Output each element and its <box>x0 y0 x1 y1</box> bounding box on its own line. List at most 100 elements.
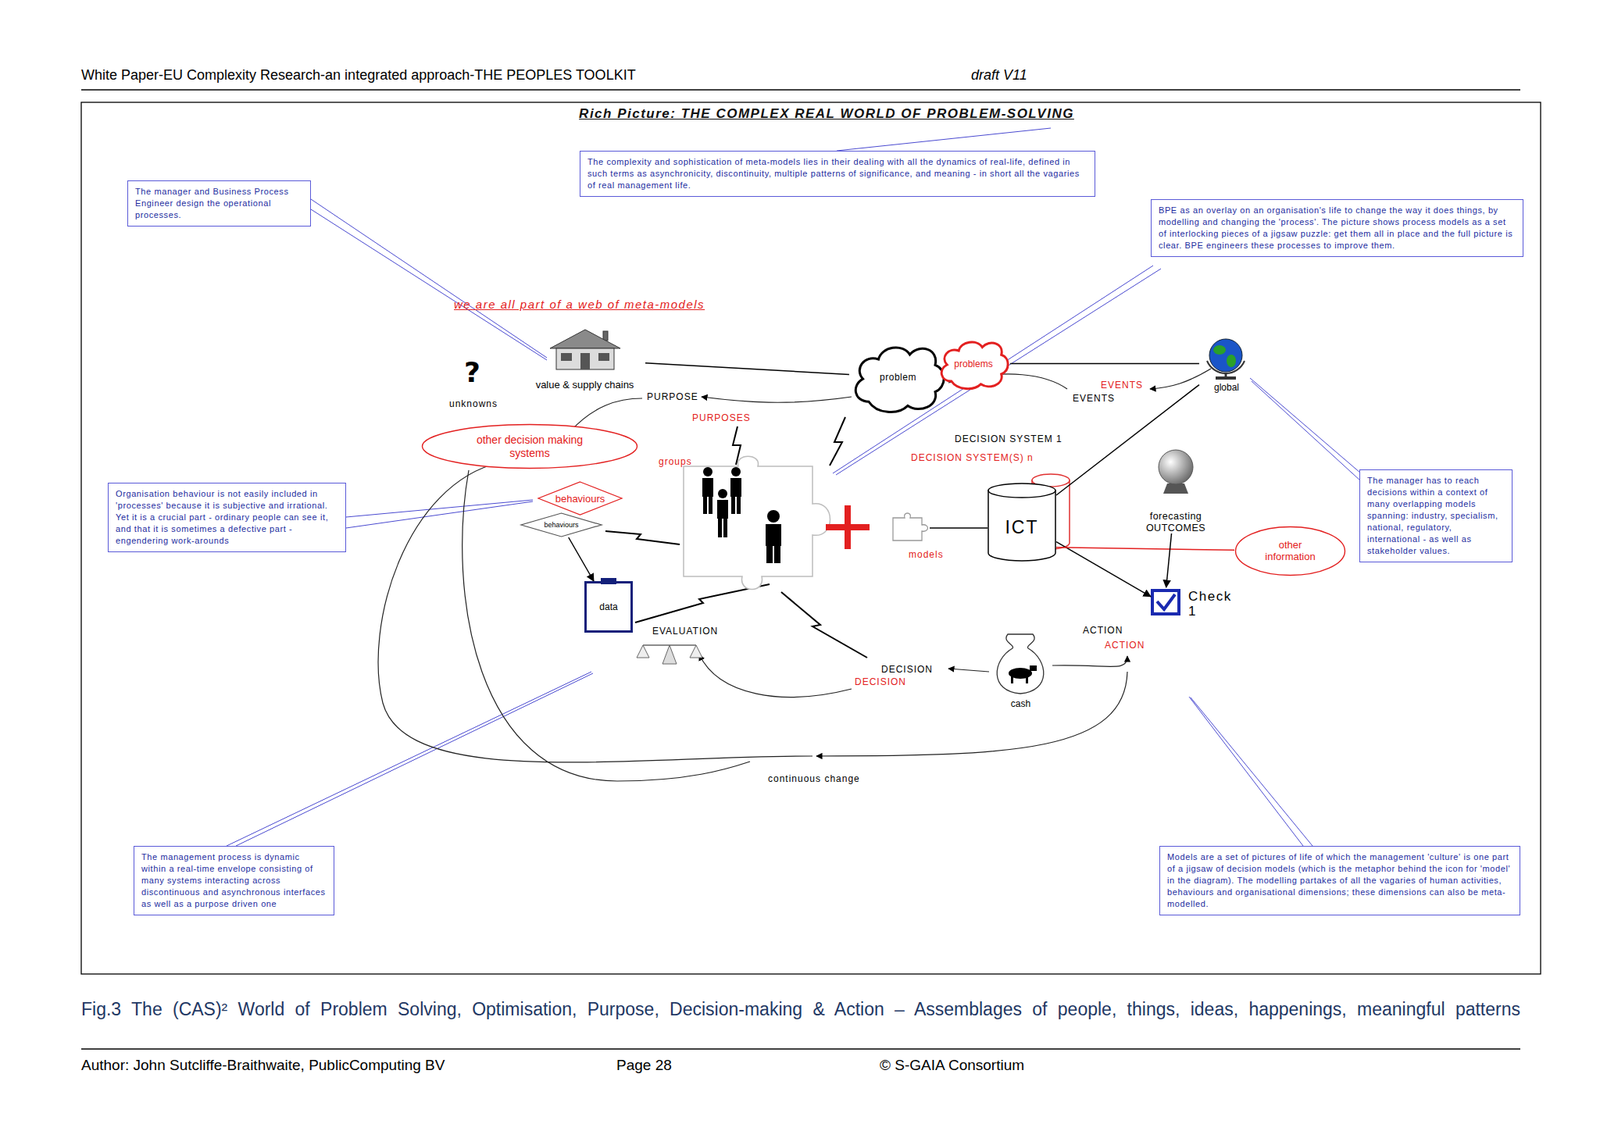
diagram-label-holder: EVENTS <box>1072 392 1115 404</box>
callout-box: The manager and Business Process Enginee… <box>127 180 311 227</box>
diagram-label: models <box>908 549 944 561</box>
node-label: problems <box>953 358 993 370</box>
diagram-label: continuous change <box>767 773 861 785</box>
scales-pan <box>636 645 650 658</box>
connector <box>1010 363 1200 365</box>
callout-box: Models are a set of pictures of life of … <box>1159 846 1521 916</box>
meta-model-region: we are all part of a web of meta-models p… <box>417 296 1317 859</box>
globe-land <box>1213 345 1226 355</box>
diagram-label: DECISION <box>881 664 933 675</box>
cow <box>1025 676 1029 684</box>
node-label: data <box>599 601 618 613</box>
diagram-label-holder: © S-GAIA Consortium <box>879 1057 1025 1075</box>
connector <box>645 363 850 375</box>
scales-icon <box>636 645 703 665</box>
house-roof <box>550 329 621 349</box>
callout-text: Models are a set of pictures of life of … <box>1167 851 1513 911</box>
icon-node: cash <box>990 631 1051 710</box>
person-body <box>717 500 729 519</box>
clipboard-clip <box>600 578 617 585</box>
ellipse-outline <box>1235 527 1346 576</box>
scales-beam <box>642 644 697 647</box>
cloud-outline <box>941 342 1008 390</box>
house-door <box>580 353 590 370</box>
diagram-label: ACTION <box>1082 625 1123 636</box>
callout-box: Organisation behaviour is not easily inc… <box>107 482 347 553</box>
model-piece <box>892 513 929 541</box>
person-leg <box>774 546 781 564</box>
diagram-label-holder: ACTION <box>1082 625 1123 636</box>
node-label: global <box>1214 382 1240 393</box>
diagram-label-holder: DECISION <box>854 676 907 688</box>
plus-sign <box>825 505 870 550</box>
leader-line <box>836 128 1051 151</box>
globe <box>1209 339 1243 372</box>
cloud-shape: problems <box>936 334 1011 393</box>
diagram-label: PURPOSE <box>646 391 699 403</box>
diagram-label: ACTION <box>1104 639 1145 651</box>
ball-base <box>1163 483 1189 494</box>
node-label: we are all part of a web of meta-models <box>453 297 705 311</box>
money-bag <box>996 634 1044 694</box>
diagram-label-holder: PURPOSE <box>646 391 699 403</box>
callout-box: BPE as an overlay on an organisation's l… <box>1150 199 1524 258</box>
diamond-outline <box>521 513 602 537</box>
leader-line <box>226 671 592 847</box>
diagram-label: Author: John Sutcliffe-Braithwaite, Publ… <box>81 1057 445 1075</box>
leader-line <box>310 209 547 361</box>
person-body <box>730 478 742 497</box>
leader-line <box>835 268 1161 475</box>
database-cylinder: ICT <box>987 482 1057 561</box>
decision-diamond: behaviours <box>520 512 603 538</box>
model-link <box>929 527 988 529</box>
person-leg <box>766 546 773 564</box>
clipboard-box: data <box>584 581 633 633</box>
jigsaw-piece <box>683 456 831 590</box>
connector <box>1056 547 1235 551</box>
cloud-shape: problem <box>849 336 947 418</box>
icon-node: value & supply chains <box>524 328 646 391</box>
diagram-title-holder: Rich Picture: THE COMPLEX REAL WORLD OF … <box>468 106 1185 122</box>
diagram-label-holder: White Paper-EU Complexity Research-an in… <box>81 67 636 84</box>
action-arrow <box>1052 656 1128 668</box>
cloud-outline <box>855 347 944 413</box>
cylinder-top <box>988 483 1056 498</box>
crystal-ball-icon <box>1158 450 1193 494</box>
frame <box>81 102 1541 975</box>
ellipse-shape: other decision making systems <box>421 423 639 470</box>
diagram-label: ? <box>464 356 481 389</box>
evaluation-arrow <box>699 654 852 697</box>
node-label: behaviours <box>555 492 606 505</box>
person-head <box>717 489 728 499</box>
clipboard-outline <box>585 582 633 633</box>
person-body <box>702 478 714 497</box>
checkbox-node: Check 1 <box>1150 587 1243 622</box>
footer-rule <box>81 1048 1521 1050</box>
decision-system-ring <box>1096 487 1271 585</box>
icon-node: forecasting OUTCOMES <box>1136 446 1215 534</box>
icon-node: global <box>1199 334 1254 393</box>
crystal-ball <box>1158 450 1193 485</box>
leader-line <box>235 673 593 847</box>
leader-line <box>832 265 1154 474</box>
connector <box>1056 385 1200 496</box>
person-body <box>765 524 782 547</box>
diagram-label: DECISION SYSTEM(S) n <box>910 452 1034 464</box>
node-label: cash <box>1010 698 1031 710</box>
lightning-line <box>829 417 846 466</box>
diagram-label: draft V11 <box>971 67 1028 84</box>
callout-text: The manager and Business Process Enginee… <box>135 185 304 222</box>
person-head <box>731 467 741 477</box>
diagram-label: EVENTS <box>1100 379 1143 391</box>
node-label: value & supply chains <box>535 378 635 391</box>
diagram-title: Rich Picture: THE COMPLEX REAL WORLD OF … <box>578 106 1075 122</box>
diagram-label: PURPOSES <box>692 412 751 424</box>
diagram-label-holder: Page 28 <box>616 1057 672 1075</box>
diagram-label-holder: DECISION SYSTEM(S) n <box>910 452 1034 464</box>
person-head <box>703 467 713 477</box>
leader-line <box>1251 381 1361 482</box>
house-wall <box>556 348 615 370</box>
diagram-label-holder: models <box>908 549 944 561</box>
person-leg <box>723 518 728 538</box>
diagram-label-holder: Author: John Sutcliffe-Braithwaite, Publ… <box>81 1057 445 1075</box>
